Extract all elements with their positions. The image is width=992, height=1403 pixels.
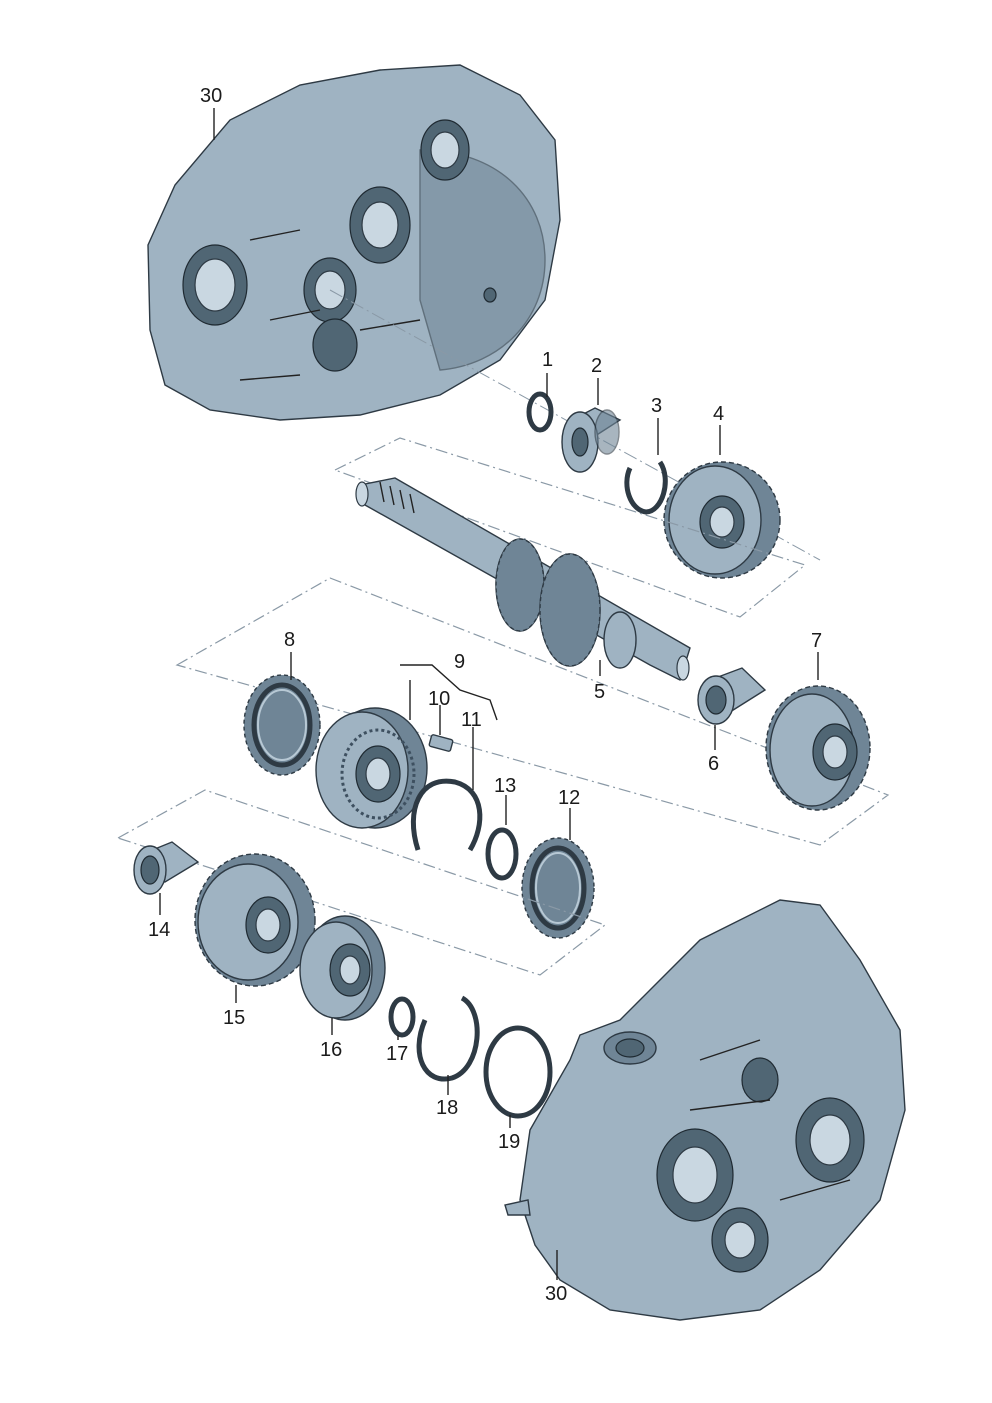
snap-ring-19 xyxy=(483,1025,553,1119)
label-part-16: 16 xyxy=(320,1039,342,1061)
circlip-1 xyxy=(526,391,554,433)
label-part-19: 19 xyxy=(498,1131,520,1153)
circlip-3 xyxy=(624,460,668,515)
gear-4 xyxy=(663,461,781,579)
label-part-9: 9 xyxy=(454,651,465,673)
group-box-shaft xyxy=(333,437,807,618)
bearing-16 xyxy=(299,915,386,1021)
label-part-10: 10 xyxy=(428,688,450,710)
label-part-14: 14 xyxy=(148,919,170,941)
needle-bearing-14 xyxy=(133,841,200,895)
circlip-17 xyxy=(388,996,416,1038)
bearing-2 xyxy=(561,407,622,473)
label-part-1: 1 xyxy=(542,349,553,371)
needle-bearing-6 xyxy=(697,667,767,725)
locking-piece-10 xyxy=(428,734,454,752)
transmission-housing-bottom xyxy=(504,899,906,1321)
label-part-4: 4 xyxy=(713,403,724,425)
group-box-sync xyxy=(175,577,890,846)
part-labels: 30 1 2 3 4 5 6 7 8 9 10 11 12 13 14 15 1… xyxy=(148,85,822,1305)
label-part-2: 2 xyxy=(591,355,602,377)
group-box-gear-15 xyxy=(116,789,607,976)
main-shaft-5 xyxy=(355,477,691,681)
label-part-3: 3 xyxy=(651,395,662,417)
synchronizer-hub-9 xyxy=(315,707,428,829)
gear-7 xyxy=(765,685,871,811)
gear-15 xyxy=(194,853,316,987)
synchro-ring-12 xyxy=(521,837,595,939)
label-part-15: 15 xyxy=(223,1007,245,1029)
spring-11 xyxy=(410,778,483,852)
label-part-18: 18 xyxy=(436,1097,458,1119)
leader-lines xyxy=(159,108,819,1280)
label-housing-top: 30 xyxy=(200,85,222,107)
label-part-11: 11 xyxy=(461,709,482,731)
label-housing-bottom: 30 xyxy=(545,1283,567,1305)
label-part-8: 8 xyxy=(284,629,295,651)
label-part-7: 7 xyxy=(811,630,822,652)
transmission-housing-top xyxy=(147,64,561,421)
circlip-13 xyxy=(485,827,519,881)
label-part-5: 5 xyxy=(594,681,605,703)
label-part-17: 17 xyxy=(386,1043,408,1065)
synchro-ring-8 xyxy=(243,674,321,776)
label-part-13: 13 xyxy=(494,775,516,797)
label-part-6: 6 xyxy=(708,753,719,775)
circlip-18 xyxy=(416,995,480,1082)
label-part-12: 12 xyxy=(558,787,580,809)
